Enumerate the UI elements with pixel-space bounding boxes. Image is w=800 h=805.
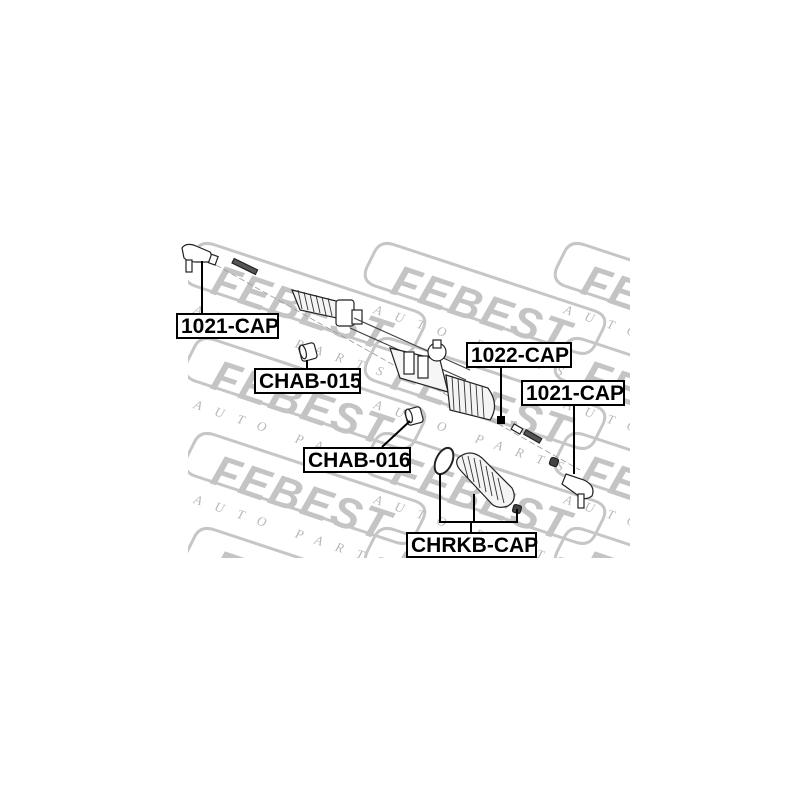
rack-boot-left — [291, 289, 363, 327]
bushing-015-part — [298, 342, 318, 362]
tie-rod-end-left-part — [181, 243, 259, 276]
inner-tie-rod-part — [510, 423, 560, 468]
part-label-1021-cap-left: 1021-CAP — [176, 313, 279, 339]
part-label-chab-015: CHAB-015 — [254, 368, 362, 394]
part-label-1021-cap-right: 1021-CAP — [521, 380, 625, 406]
bushing-016-part — [404, 406, 424, 426]
steering-rack-drawing — [181, 243, 594, 515]
rack-boot-right — [445, 374, 496, 421]
leader-lines — [201, 261, 575, 532]
part-label-1022-cap: 1022-CAP — [466, 342, 572, 368]
part-label-chrkb-cap: CHRKB-CAP — [406, 532, 538, 558]
febest-watermark-layer — [188, 241, 630, 558]
pinion-housing — [389, 339, 449, 393]
part-label-chab-016: CHAB-016 — [303, 447, 411, 473]
tie-rod-end-right-part — [561, 473, 594, 509]
